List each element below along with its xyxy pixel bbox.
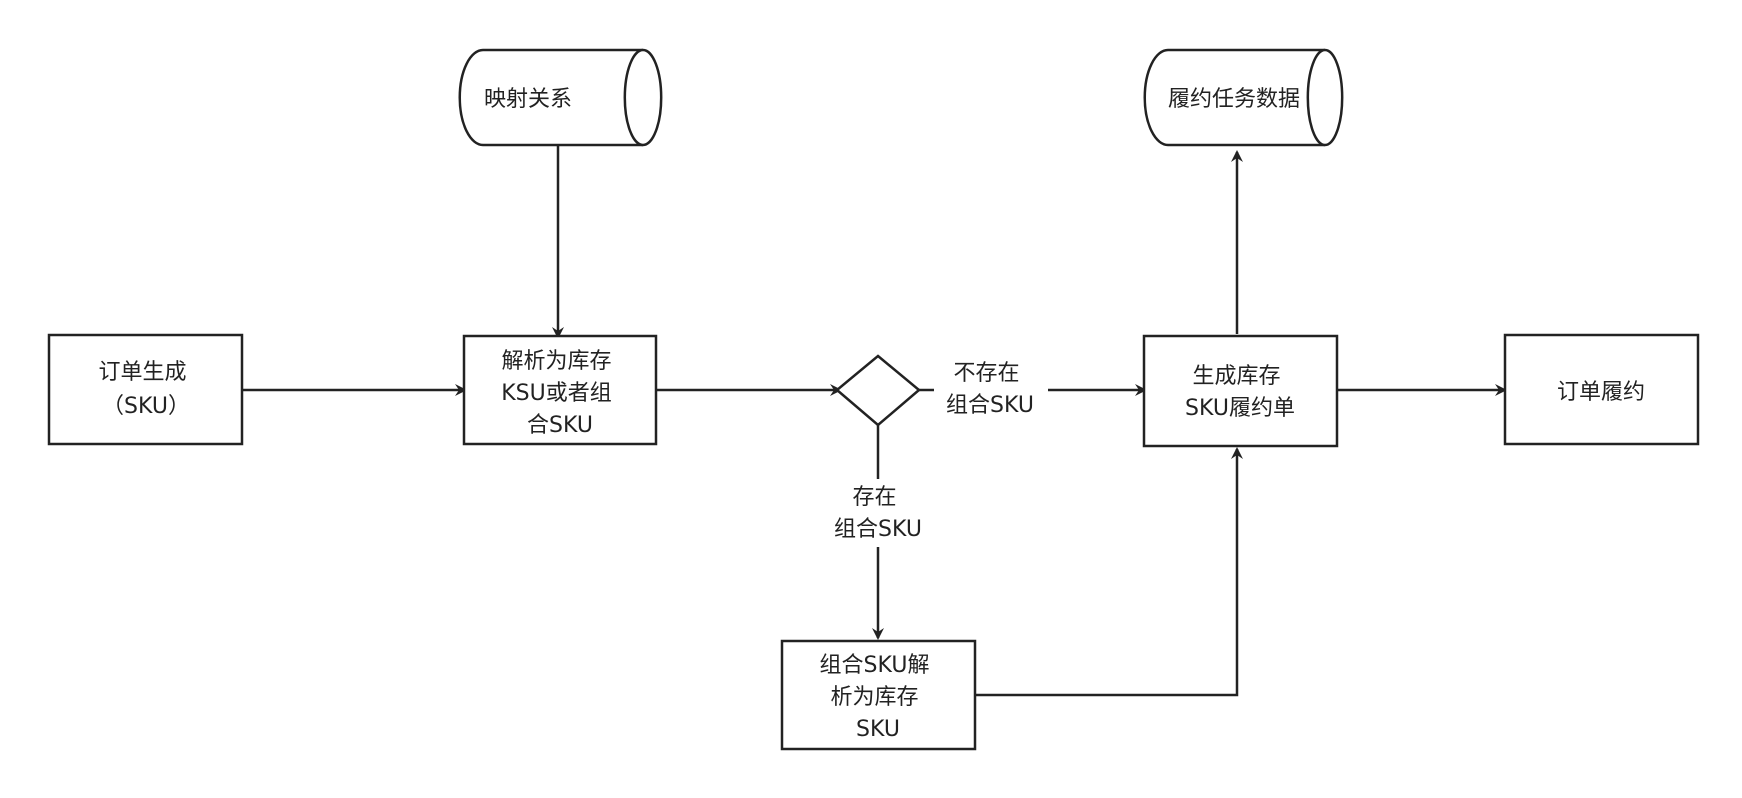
node-label-line: 析为库存 (830, 685, 918, 710)
node-parse[interactable]: 解析为库存 KSU或者组 合SKU (462, 334, 658, 446)
node-fulfill-data[interactable]: 履约任务数据 (1143, 48, 1344, 147)
node-gen-order-label: 生成库存 SKU履约单 (1185, 364, 1295, 421)
node-order-fulfill[interactable]: 订单履约 (1503, 333, 1700, 446)
node-label-line: 订单履约 (1557, 380, 1645, 405)
node-label-line: KSU或者组 (501, 381, 612, 406)
node-gen-order[interactable]: 生成库存 SKU履约单 (1142, 334, 1339, 448)
cylinder-rim (623, 48, 644, 147)
edge-label-line: 组合SKU (834, 517, 922, 542)
node-label-line: SKU履约单 (1185, 396, 1295, 421)
node-label-line: 生成库存 (1192, 364, 1280, 389)
node-label-line: 解析为库存 (501, 349, 611, 374)
cylinder-rim (1306, 48, 1326, 147)
node-label-line: 履约任务数据 (1168, 87, 1300, 112)
node-mapping-label: 映射关系 (484, 87, 572, 112)
edge-label-not-exist: 不存在 组合SKU (934, 358, 1048, 426)
node-order-create[interactable]: 订单生成 （SKU） (47, 333, 244, 446)
edge-label-text: 不存在 组合SKU (946, 361, 1034, 418)
edge-label-background (812, 479, 944, 547)
edge-label-exist: 存在 组合SKU (812, 479, 944, 547)
node-label-line: （SKU） (102, 394, 190, 419)
process-box (780, 639, 977, 751)
node-order-create-label: 订单生成 （SKU） (98, 360, 193, 419)
node-order-fulfill-label: 订单履约 (1557, 380, 1645, 405)
process-box (462, 334, 658, 446)
edge-label-line: 组合SKU (946, 393, 1034, 418)
node-decision[interactable] (835, 354, 921, 427)
node-parse-label: 解析为库存 KSU或者组 合SKU (501, 349, 619, 438)
edge-combo-parse-to-gen-order (975, 447, 1243, 697)
node-combo-parse-label: 组合SKU解 析为库存 SKU (820, 653, 937, 742)
node-label-line: 合SKU (527, 413, 593, 438)
edge-label-line: 存在 (852, 485, 896, 510)
node-label-line: SKU (856, 717, 900, 742)
edge-label-line: 不存在 (953, 361, 1019, 386)
node-combo-parse[interactable]: 组合SKU解 析为库存 SKU (780, 639, 977, 751)
node-label-line: 组合SKU解 (820, 653, 930, 678)
node-label-line: 订单生成 (98, 360, 186, 385)
process-box (1142, 334, 1339, 448)
edge-label-text: 存在 组合SKU (834, 485, 922, 542)
edge-label-background (934, 358, 1048, 426)
process-box (47, 333, 244, 446)
node-label-line: 映射关系 (484, 87, 572, 112)
node-mapping[interactable]: 映射关系 (458, 48, 663, 147)
process-box (1503, 333, 1700, 446)
decision-diamond (835, 354, 921, 427)
node-fulfill-data-label: 履约任务数据 (1168, 87, 1300, 112)
